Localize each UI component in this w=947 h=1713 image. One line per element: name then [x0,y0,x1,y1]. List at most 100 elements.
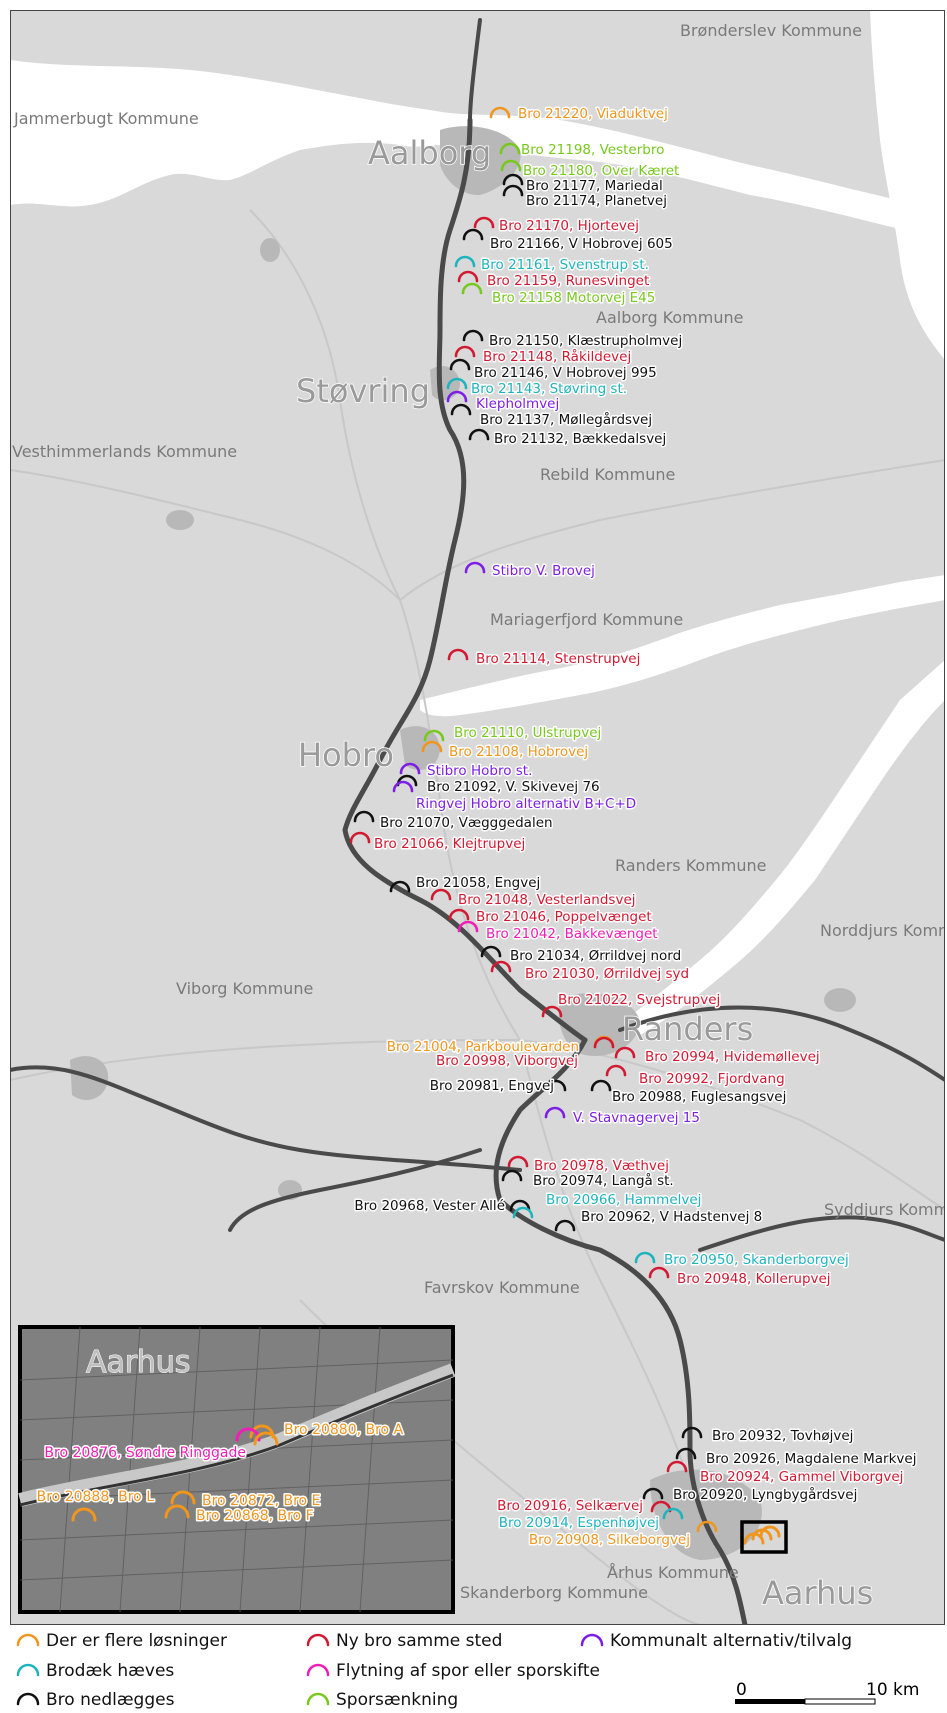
bridge-label: Bro 21004, Parkboulevarden [387,1039,579,1055]
inset-title: Aarhus [86,1345,190,1380]
municipality-label: Skanderborg Kommune [460,1583,648,1602]
bridge-icon [541,1005,563,1018]
bridge-icon [447,648,469,661]
bridge-label: Bro 21198, Vesterbro [521,142,664,158]
bridge-icon [457,270,479,283]
bridge-icon [499,142,521,155]
bridge-label: Bro 21022, Svejstrupvej [558,992,720,1008]
scale-start: 0 [736,1680,747,1700]
bridge-icon [473,216,495,229]
limfjord-water [10,60,945,240]
city-label: Aarhus [762,1574,873,1612]
bridge-icon [446,390,468,403]
bridge-icon [662,1507,684,1520]
city-labels: Aalborg Støvring Hobro Randers Aarhus [295,133,874,1613]
municipality-labels: Brønderslev Kommune Jammerbugt Kommune A… [12,21,947,1602]
kattegat-sea [870,10,945,360]
bridge-label: Bro 21092, V. Skivevej 76 [427,779,600,795]
bridge-icon [392,780,414,793]
bridge-label: Bro 21177, Mariedal [526,178,663,194]
bridge-icon [554,1219,576,1232]
bridge-icon [489,106,511,119]
bridge-icon [696,1520,718,1533]
bridge-icon [464,561,486,574]
bridge-label: Bro 21114, Stenstrupvej [476,651,640,667]
bridge-label: Bro 20988, Fuglesangsvej [612,1089,786,1105]
bridge-label: Bro 21180, Over Kæret [523,163,679,179]
bridge-icon [450,403,472,416]
bridge-icon [507,1155,529,1168]
legend-label: Bro nedlægges [46,1690,175,1709]
bridge-icon [512,1206,534,1219]
randers-fjord [610,660,945,1035]
bridge-icon [389,880,411,893]
bridge-label: Bro 21159, Runesvinget [487,273,649,289]
bridge-icon [253,1431,279,1446]
bridge-label: Stibro Hobro st. [427,763,532,779]
bridge-label: Bro 20974, Langå st. [533,1172,674,1189]
bridge-icon [16,1692,40,1706]
bridge-label: Bro 21066, Klejtrupvej [374,836,525,852]
bridge-icon [580,1633,604,1647]
bridge-icon [306,1633,330,1647]
bridge-label: Ringvej Hobro alternativ B+C+D [416,796,636,812]
bridge-label: Bro 20932, Tovhøjvej [712,1428,853,1444]
bridge-icon [500,159,522,172]
bridge-icon [423,729,445,742]
bridge-icon [648,1266,670,1279]
bridge-label: Stibro V. Brovej [492,563,595,579]
bridge-label: Bro 20876, Søndre Ringgade [44,1445,246,1461]
legend-label: Ny bro samme sted [336,1631,502,1651]
bridge-icon [545,1079,567,1092]
bridge-icon [490,960,512,973]
municipality-label: Mariagerfjord Kommune [490,610,683,629]
bridge-label: Bro 20916, Selkærvej [497,1498,643,1514]
bridge-label: Bro 20888, Bro L [37,1489,155,1505]
legend-label: Sporsænkning [336,1690,458,1709]
bridge-label: Bro 21070, Vægggedalen [380,815,553,831]
bridge-label: Bro 21166, V Hobrovej 605 [490,236,673,252]
municipality-label: Norddjurs Kommune [820,921,947,940]
bridge-label: Bro 21108, Hobrovej [449,744,588,760]
legend-label: Flytning af spor eller sporskifte [336,1661,600,1681]
bridge-label: Bro 21042, Bakkevænget [486,926,658,942]
other-rail-lines [10,18,945,1252]
municipality-label: Favrskov Kommune [424,1278,580,1297]
bridge-icon [446,377,468,390]
bridge-label: Bro 21058, Engvej [416,875,540,891]
bridge-icon [675,1447,697,1460]
bridge-label: Bro 20908, Silkeborgvej [529,1532,690,1548]
city-label: Støvring [296,372,430,410]
municipality-label: Rebild Kommune [540,465,675,484]
main-rail-line [342,117,748,1625]
legend-label: Brodæk hæves [46,1661,174,1681]
municipality-label: Vesthimmerlands Kommune [12,442,237,461]
bridge-label: Bro 21158 Motorvej E45 [492,290,655,306]
bridge-icon [399,762,421,775]
mariager-fjord [420,575,945,717]
bridge-label: Bro 21137, Møllegårdsvej [480,411,652,428]
bridge-label: Bro 21048, Vesterlandsvej [458,892,636,908]
bridge-icon [590,1079,612,1092]
bridge-icon [468,428,490,441]
bridge-icon [650,1500,672,1513]
municipality-label: Viborg Kommune [176,979,313,998]
bridge-icon [666,1460,688,1473]
bridge-label: Bro 20914, Espenhøjvej [499,1515,659,1531]
bridge-icon [509,1199,531,1212]
bridge-icon [462,228,484,241]
bridge-icon [16,1633,40,1647]
bridge-icon [634,1251,656,1264]
bridge-label: Bro 21220, Viaduktvej [518,106,668,122]
bridge-label: Bro 20950, Skanderborgvej [664,1252,849,1268]
municipality-label: Randers Kommune [615,856,767,875]
bridge-icon [16,1663,40,1677]
bridge-label: Bro 21132, Bækkedalsvej [494,431,666,447]
bridge-icon [462,329,484,342]
bridge-icon [164,1504,190,1519]
bridge-icon [353,810,375,823]
